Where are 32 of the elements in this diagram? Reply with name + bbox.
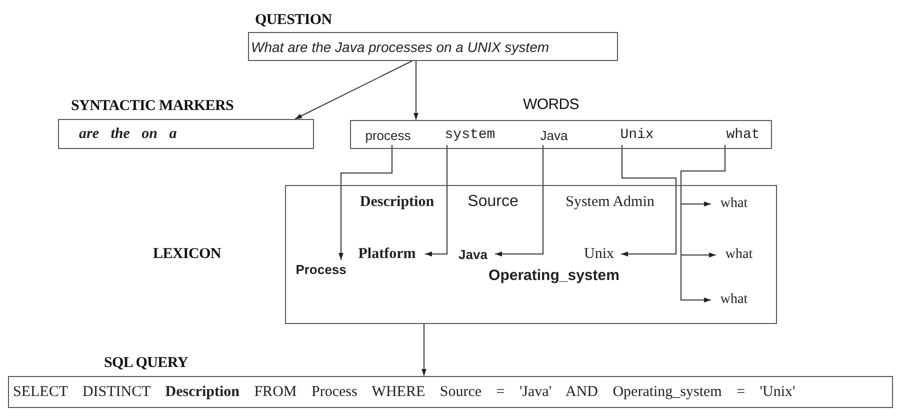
term-label: Unix — [613, 125, 661, 145]
arrow — [414, 60, 418, 120]
term-label: Operating_system — [471, 265, 637, 285]
term-label: Unix — [579, 244, 619, 264]
arrow — [680, 144, 726, 302]
arrow — [294, 60, 412, 120]
arrow — [424, 144, 448, 256]
term-label: Process — [289, 260, 353, 278]
arrow — [620, 144, 676, 256]
term-label: Source — [462, 192, 524, 212]
term-label: System Admin — [553, 192, 667, 212]
term-label: Java — [453, 245, 493, 263]
term-label: what — [712, 195, 756, 213]
box-heading: WORDS — [523, 96, 579, 113]
term-label: what — [719, 125, 767, 145]
arrow — [494, 144, 544, 256]
box-heading: SYNTACTIC MARKERS — [71, 98, 234, 115]
term-label: system — [435, 125, 505, 145]
box-heading: QUESTION — [255, 12, 332, 29]
term-label: what — [712, 291, 756, 309]
term-label: Description — [351, 192, 443, 212]
term-label: what — [717, 246, 761, 264]
box-heading: LEXICON — [153, 246, 221, 263]
term-label: Platform — [351, 244, 423, 264]
box-heading: SQL QUERY — [104, 355, 188, 372]
arrow — [338, 144, 392, 260]
term-label: process — [360, 125, 416, 145]
arrow — [422, 324, 426, 376]
box-text: SELECT DISTINCT Description FROM Process WHERE Source = 'Java' AND Operating_system = 'Unix' — [12, 382, 796, 402]
box-text: What are the Java processes on a UNIX system — [250, 38, 550, 57]
box-text: are the on a — [78, 124, 178, 144]
term-label: Java — [536, 125, 572, 145]
